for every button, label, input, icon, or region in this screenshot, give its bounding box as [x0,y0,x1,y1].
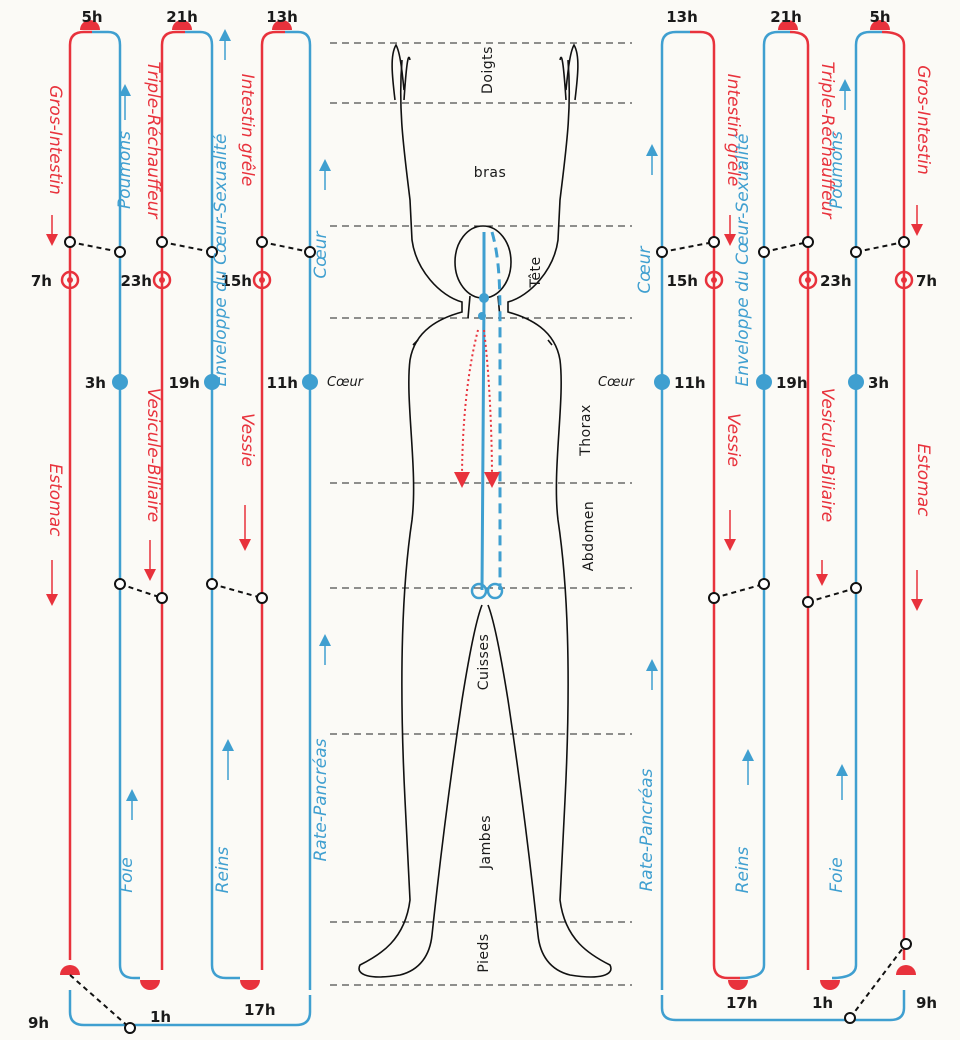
label-poumons-left: Poumons [115,131,135,209]
hour-13h-right: 13h [666,8,698,26]
label-foie-right: Foie [827,857,847,892]
arrows [46,29,923,820]
hour-17h-left: 17h [244,1001,276,1019]
human-figure [358,43,612,978]
hour-7h-right: 7h [916,272,937,290]
blue-dots [112,374,864,390]
hour-3h-right: 3h [868,374,889,392]
cup-markers [60,20,916,990]
hour-21h-left: 21h [166,8,198,26]
connectors [69,241,907,1029]
ring-centers [67,277,907,283]
hour-5h-left: 5h [81,8,102,26]
hour-1h-right: 1h [812,994,833,1012]
label-vessie-right: Vessie [723,413,743,467]
hour-11h-right: 11h [674,374,706,392]
label-rate-left: Rate-Pancréas [311,738,331,861]
coeur-label-left: Cœur [327,375,365,390]
meridian-labels-right: Cœur Intestin grêle Enveloppe du Cœur-Se… [635,62,933,894]
hour-7h-left: 7h [31,272,52,290]
right-meridian-loops [660,30,906,1022]
zone-thorax: Thorax [578,404,594,457]
hour-labels: 5h 21h 13h 13h 21h 5h 7h 23h 15h 15h 23h… [28,8,937,1032]
ring-markers [60,270,914,290]
hour-1h-left: 1h [150,1008,171,1026]
hour-19h-right: 19h [776,374,808,392]
label-estomac-right: Estomac [913,444,933,518]
hour-23h-right: 23h [820,272,852,290]
hour-23h-left: 23h [120,272,152,290]
zone-cuisses: Cuisses [476,634,492,691]
internal-paths [454,231,504,600]
label-triple-left: Triple-Réchauffeur [143,62,163,220]
zone-bras: bras [474,165,507,181]
hour-21h-right: 21h [770,8,802,26]
left-meridian-loops [68,30,312,1027]
zone-abdomen: Abdomen [581,501,597,572]
hour-15h-left: 15h [220,272,252,290]
zone-labels: Doigts bras Tête Thorax Abdomen Cuisses … [474,46,597,973]
hour-5h-right: 5h [869,8,890,26]
label-reins-left: Reins [213,847,233,894]
label-gros-intestin-left: Gros-Intestin [45,85,65,195]
label-rate-right: Rate-Pancréas [637,768,657,891]
label-coeur-right: Cœur [635,245,655,293]
zone-jambes: Jambes [478,815,494,870]
zone-tete: Tête [528,256,544,288]
label-foie-left: Foie [117,857,137,892]
label-intestin-grele-right: Intestin grêle [723,74,743,187]
meridian-labels-left: Gros-Intestin Poumons Triple-Réchauffeur… [45,62,331,894]
zone-doigts: Doigts [480,46,496,94]
hour-9h-left: 9h [28,1014,49,1032]
label-estomac-left: Estomac [45,464,65,538]
zone-pieds: Pieds [476,933,492,972]
hour-13h-left: 13h [266,8,298,26]
hour-9h-right: 9h [916,994,937,1012]
coeur-label-right: Cœur [598,375,636,390]
label-vessie-left: Vessie [237,413,257,467]
label-triple-right: Triple-Réchauffeur [817,62,837,220]
connector-dots [64,236,912,1034]
label-vesicule-right: Vesicule-Biliaire [817,388,837,523]
label-enveloppe-left: Enveloppe du Cœur-Sexualité [211,134,231,387]
hour-3h-left: 3h [85,374,106,392]
label-vesicule-left: Vesicule-Biliaire [143,388,163,523]
hour-15h-right: 15h [666,272,698,290]
label-reins-right: Reins [733,847,753,894]
hour-11h-left: 11h [266,374,298,392]
hour-19h-left: 19h [168,374,200,392]
label-coeur-left: Cœur [311,230,331,278]
label-gros-intestin-right: Gros-Intestin [913,65,933,175]
label-intestin-grele-left: Intestin grêle [237,74,257,187]
label-enveloppe-right: Enveloppe du Cœur-Sexualité [733,134,753,387]
label-poumons-right: Poumons [827,131,847,209]
hour-17h-right: 17h [726,994,758,1012]
